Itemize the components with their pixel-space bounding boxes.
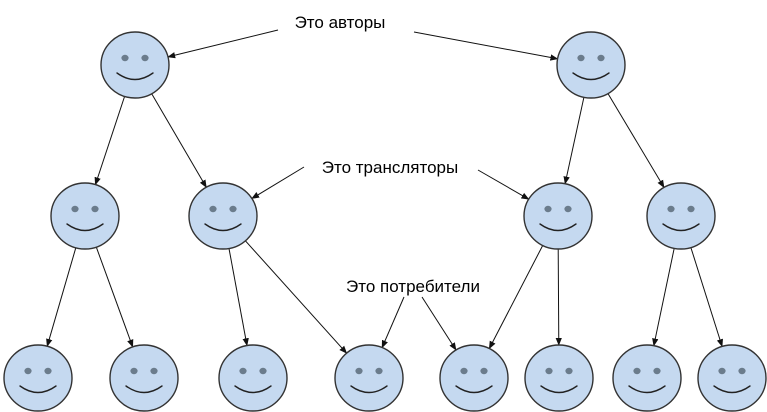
translator-3-smiley: [523, 182, 593, 250]
smiley-face-icon: [188, 182, 258, 250]
authors-label: Это авторы: [295, 13, 386, 32]
edge-author-1-to-translator-1: [94, 96, 126, 186]
labels-layer: Это авторы Это трансляторы Это потребите…: [295, 13, 480, 296]
right-eye-icon: [259, 367, 267, 375]
smile-mouth-icon: [572, 72, 610, 81]
edge-translator-4-to-consumer-8: [690, 247, 723, 348]
translators-label: Это трансляторы: [322, 158, 458, 177]
smiley-face-icon: [218, 344, 288, 412]
left-eye-icon: [544, 205, 552, 213]
smile-mouth-icon: [540, 385, 578, 394]
right-eye-icon: [564, 205, 572, 213]
consumers-label: Это потребители: [346, 277, 480, 296]
right-eye-icon: [597, 54, 605, 62]
callout-arrow-authors-author-2: [413, 31, 559, 61]
smile-mouth-icon: [234, 385, 272, 394]
smiley-face-icon: [646, 182, 716, 250]
left-eye-icon: [460, 367, 468, 375]
smile-mouth-icon: [713, 385, 751, 394]
consumer-3-smiley: [218, 344, 288, 412]
smile-mouth-icon: [66, 223, 104, 232]
right-eye-icon: [565, 367, 573, 375]
smiley-face-icon: [439, 344, 509, 412]
consumer-8-smiley: [697, 344, 767, 412]
smile-mouth-icon: [628, 385, 666, 394]
right-eye-icon: [653, 367, 661, 375]
consumer-5-smiley: [439, 344, 509, 412]
smile-mouth-icon: [662, 223, 700, 232]
smile-mouth-icon: [455, 385, 493, 394]
left-eye-icon: [130, 367, 138, 375]
edge-author-2-to-translator-3: [563, 97, 585, 185]
smiley-face-icon: [334, 344, 404, 412]
consumer-6-smiley: [524, 344, 594, 412]
right-eye-icon: [375, 367, 383, 375]
smile-mouth-icon: [125, 385, 163, 394]
edge-translator-1-to-consumer-1: [46, 247, 77, 347]
smiley-face-icon: [50, 182, 120, 250]
consumer-7-smiley: [612, 344, 682, 412]
left-eye-icon: [121, 54, 129, 62]
edge-author-2-to-translator-4: [607, 93, 665, 189]
smiley-face-icon: [612, 344, 682, 412]
edge-translator-3-to-consumer-6: [555, 248, 562, 346]
author-2-smiley: [556, 31, 626, 99]
callout-arrow-translators-translator-3: [477, 169, 530, 200]
smiley-face-icon: [523, 182, 593, 250]
consumer-1-smiley: [3, 344, 73, 412]
edge-author-1-to-translator-2: [151, 93, 207, 188]
smile-mouth-icon: [350, 385, 388, 394]
translator-4-smiley: [646, 182, 716, 250]
right-eye-icon: [738, 367, 746, 375]
callout-arrow-consumers-consumer-4: [381, 296, 405, 349]
right-eye-icon: [687, 205, 695, 213]
left-eye-icon: [71, 205, 79, 213]
edge-translator-2-to-consumer-4: [245, 240, 348, 354]
consumer-4-smiley: [334, 344, 404, 412]
right-eye-icon: [229, 205, 237, 213]
right-eye-icon: [480, 367, 488, 375]
left-eye-icon: [239, 367, 247, 375]
translator-1-smiley: [50, 182, 120, 250]
left-eye-icon: [718, 367, 726, 375]
smile-mouth-icon: [116, 72, 154, 81]
edge-translator-2-to-consumer-3: [228, 248, 249, 347]
consumer-2-smiley: [109, 344, 179, 412]
left-eye-icon: [209, 205, 217, 213]
edge-translator-3-to-consumer-5: [488, 245, 544, 350]
edge-translator-1-to-consumer-2: [95, 246, 134, 348]
edge-translator-4-to-consumer-7: [652, 248, 675, 347]
callout-arrow-consumers-consumer-5: [421, 296, 457, 351]
right-eye-icon: [150, 367, 158, 375]
smile-mouth-icon: [539, 223, 577, 232]
smile-mouth-icon: [204, 223, 242, 232]
nodes-layer: [3, 31, 767, 412]
smiley-face-icon: [100, 31, 170, 99]
smiley-face-icon: [109, 344, 179, 412]
smiley-face-icon: [3, 344, 73, 412]
smiley-face-icon: [524, 344, 594, 412]
smiley-face-icon: [556, 31, 626, 99]
right-eye-icon: [91, 205, 99, 213]
left-eye-icon: [355, 367, 363, 375]
smiley-face-icon: [697, 344, 767, 412]
left-eye-icon: [577, 54, 585, 62]
right-eye-icon: [44, 367, 52, 375]
callout-arrow-authors-author-1: [167, 29, 279, 59]
left-eye-icon: [667, 205, 675, 213]
left-eye-icon: [545, 367, 553, 375]
smile-mouth-icon: [19, 385, 57, 394]
author-1-smiley: [100, 31, 170, 99]
left-eye-icon: [24, 367, 32, 375]
left-eye-icon: [633, 367, 641, 375]
translator-2-smiley: [188, 182, 258, 250]
right-eye-icon: [141, 54, 149, 62]
callout-arrow-translators-translator-2: [251, 166, 305, 199]
edges-layer: [46, 29, 723, 354]
